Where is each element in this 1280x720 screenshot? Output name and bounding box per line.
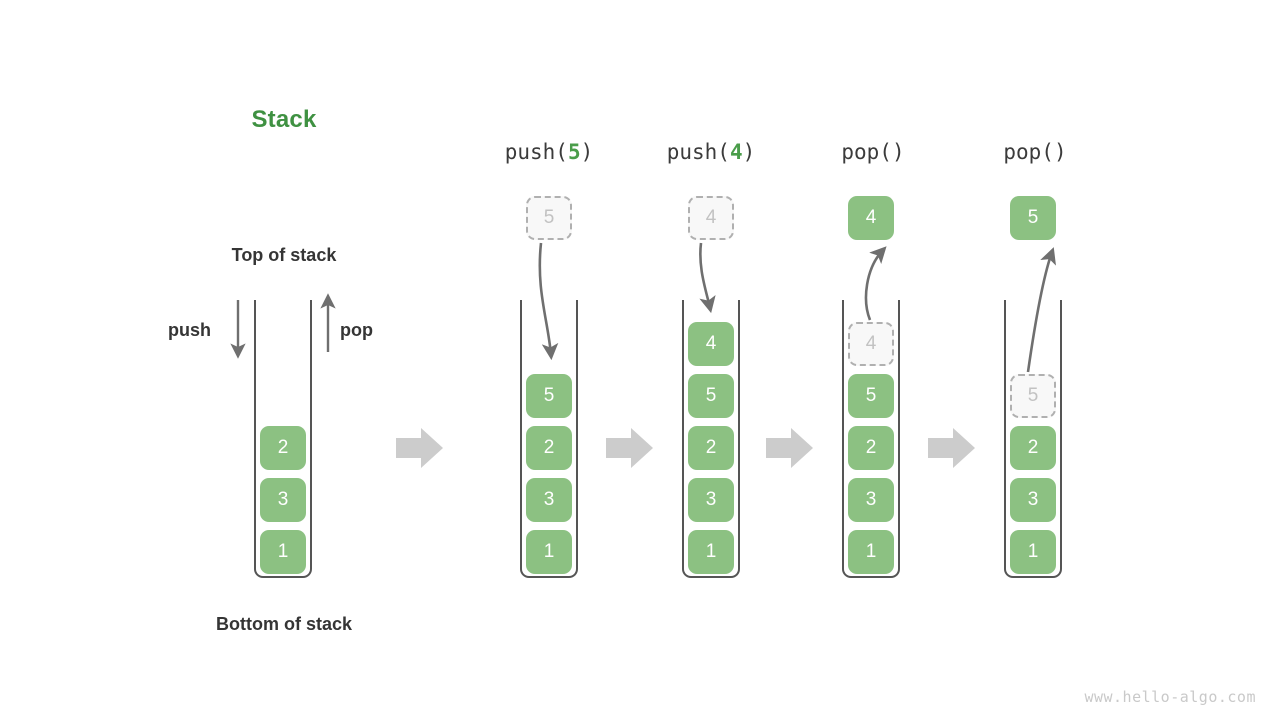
- op-label-pop-2: pop(): [955, 140, 1115, 164]
- label-pop: pop: [340, 320, 373, 340]
- op-suffix: ): [580, 140, 594, 164]
- label-bottom-of-stack: Bottom of stack: [215, 614, 352, 634]
- stack-cell: 1: [1010, 530, 1056, 574]
- stack-cell: 3: [526, 478, 572, 522]
- watermark: www.hello-algo.com: [1084, 688, 1256, 706]
- floating-cell-solid: 4: [848, 196, 894, 240]
- stack-cell: 1: [688, 530, 734, 574]
- op-arg: 5: [567, 140, 581, 164]
- stack-cell: 2: [848, 426, 894, 470]
- label-push: push: [168, 320, 211, 340]
- op-label-push-4: push(4): [631, 140, 791, 164]
- stack-cell: 5: [526, 374, 572, 418]
- floating-cell-ghost: 5: [526, 196, 572, 240]
- stack-container: [520, 300, 578, 578]
- stack-container: [254, 300, 312, 578]
- stack-cell: 2: [1010, 426, 1056, 470]
- stack-cell: 3: [260, 478, 306, 522]
- stack-container: [842, 300, 900, 578]
- op-label-pop-1: pop(): [793, 140, 953, 164]
- stack-cell: 3: [848, 478, 894, 522]
- stack-column-initial: 2 3 1: [203, 0, 363, 720]
- stack-container: [1004, 300, 1062, 578]
- op-prefix: pop(: [1003, 140, 1054, 164]
- stack-cell: 4: [688, 322, 734, 366]
- stack-cell: 3: [1010, 478, 1056, 522]
- stack-column-pop-4: 4 5 2 3 1 4: [791, 0, 951, 720]
- stack-container: [682, 300, 740, 578]
- stack-column-push-4: 4 5 2 3 1 4: [631, 0, 791, 720]
- stack-cell-ghost: 5: [1010, 374, 1056, 418]
- stack-column-push-5: 5 2 3 1 5: [469, 0, 629, 720]
- stack-cell: 1: [260, 530, 306, 574]
- stack-cell: 5: [848, 374, 894, 418]
- stack-cell: 2: [688, 426, 734, 470]
- stack-cell: 1: [848, 530, 894, 574]
- stack-column-pop-5: 5 2 3 1 5: [953, 0, 1113, 720]
- stack-cell-ghost: 4: [848, 322, 894, 366]
- floating-cell-ghost: 4: [688, 196, 734, 240]
- stack-cell: 1: [526, 530, 572, 574]
- op-suffix: ): [1053, 140, 1067, 164]
- op-label-push-5: push(5): [469, 140, 629, 164]
- op-suffix: ): [891, 140, 905, 164]
- transition-arrow-1: [396, 428, 443, 468]
- stack-cell: 2: [260, 426, 306, 470]
- op-prefix: pop(: [841, 140, 892, 164]
- page-title: Stack: [251, 106, 317, 133]
- op-prefix: push(: [666, 140, 730, 164]
- stack-cell: 5: [688, 374, 734, 418]
- stack-cell: 3: [688, 478, 734, 522]
- op-prefix: push(: [504, 140, 568, 164]
- label-top-of-stack: Top of stack: [231, 245, 337, 265]
- stack-cell: 2: [526, 426, 572, 470]
- floating-cell-solid: 5: [1010, 196, 1056, 240]
- op-arg: 4: [729, 140, 743, 164]
- op-suffix: ): [742, 140, 756, 164]
